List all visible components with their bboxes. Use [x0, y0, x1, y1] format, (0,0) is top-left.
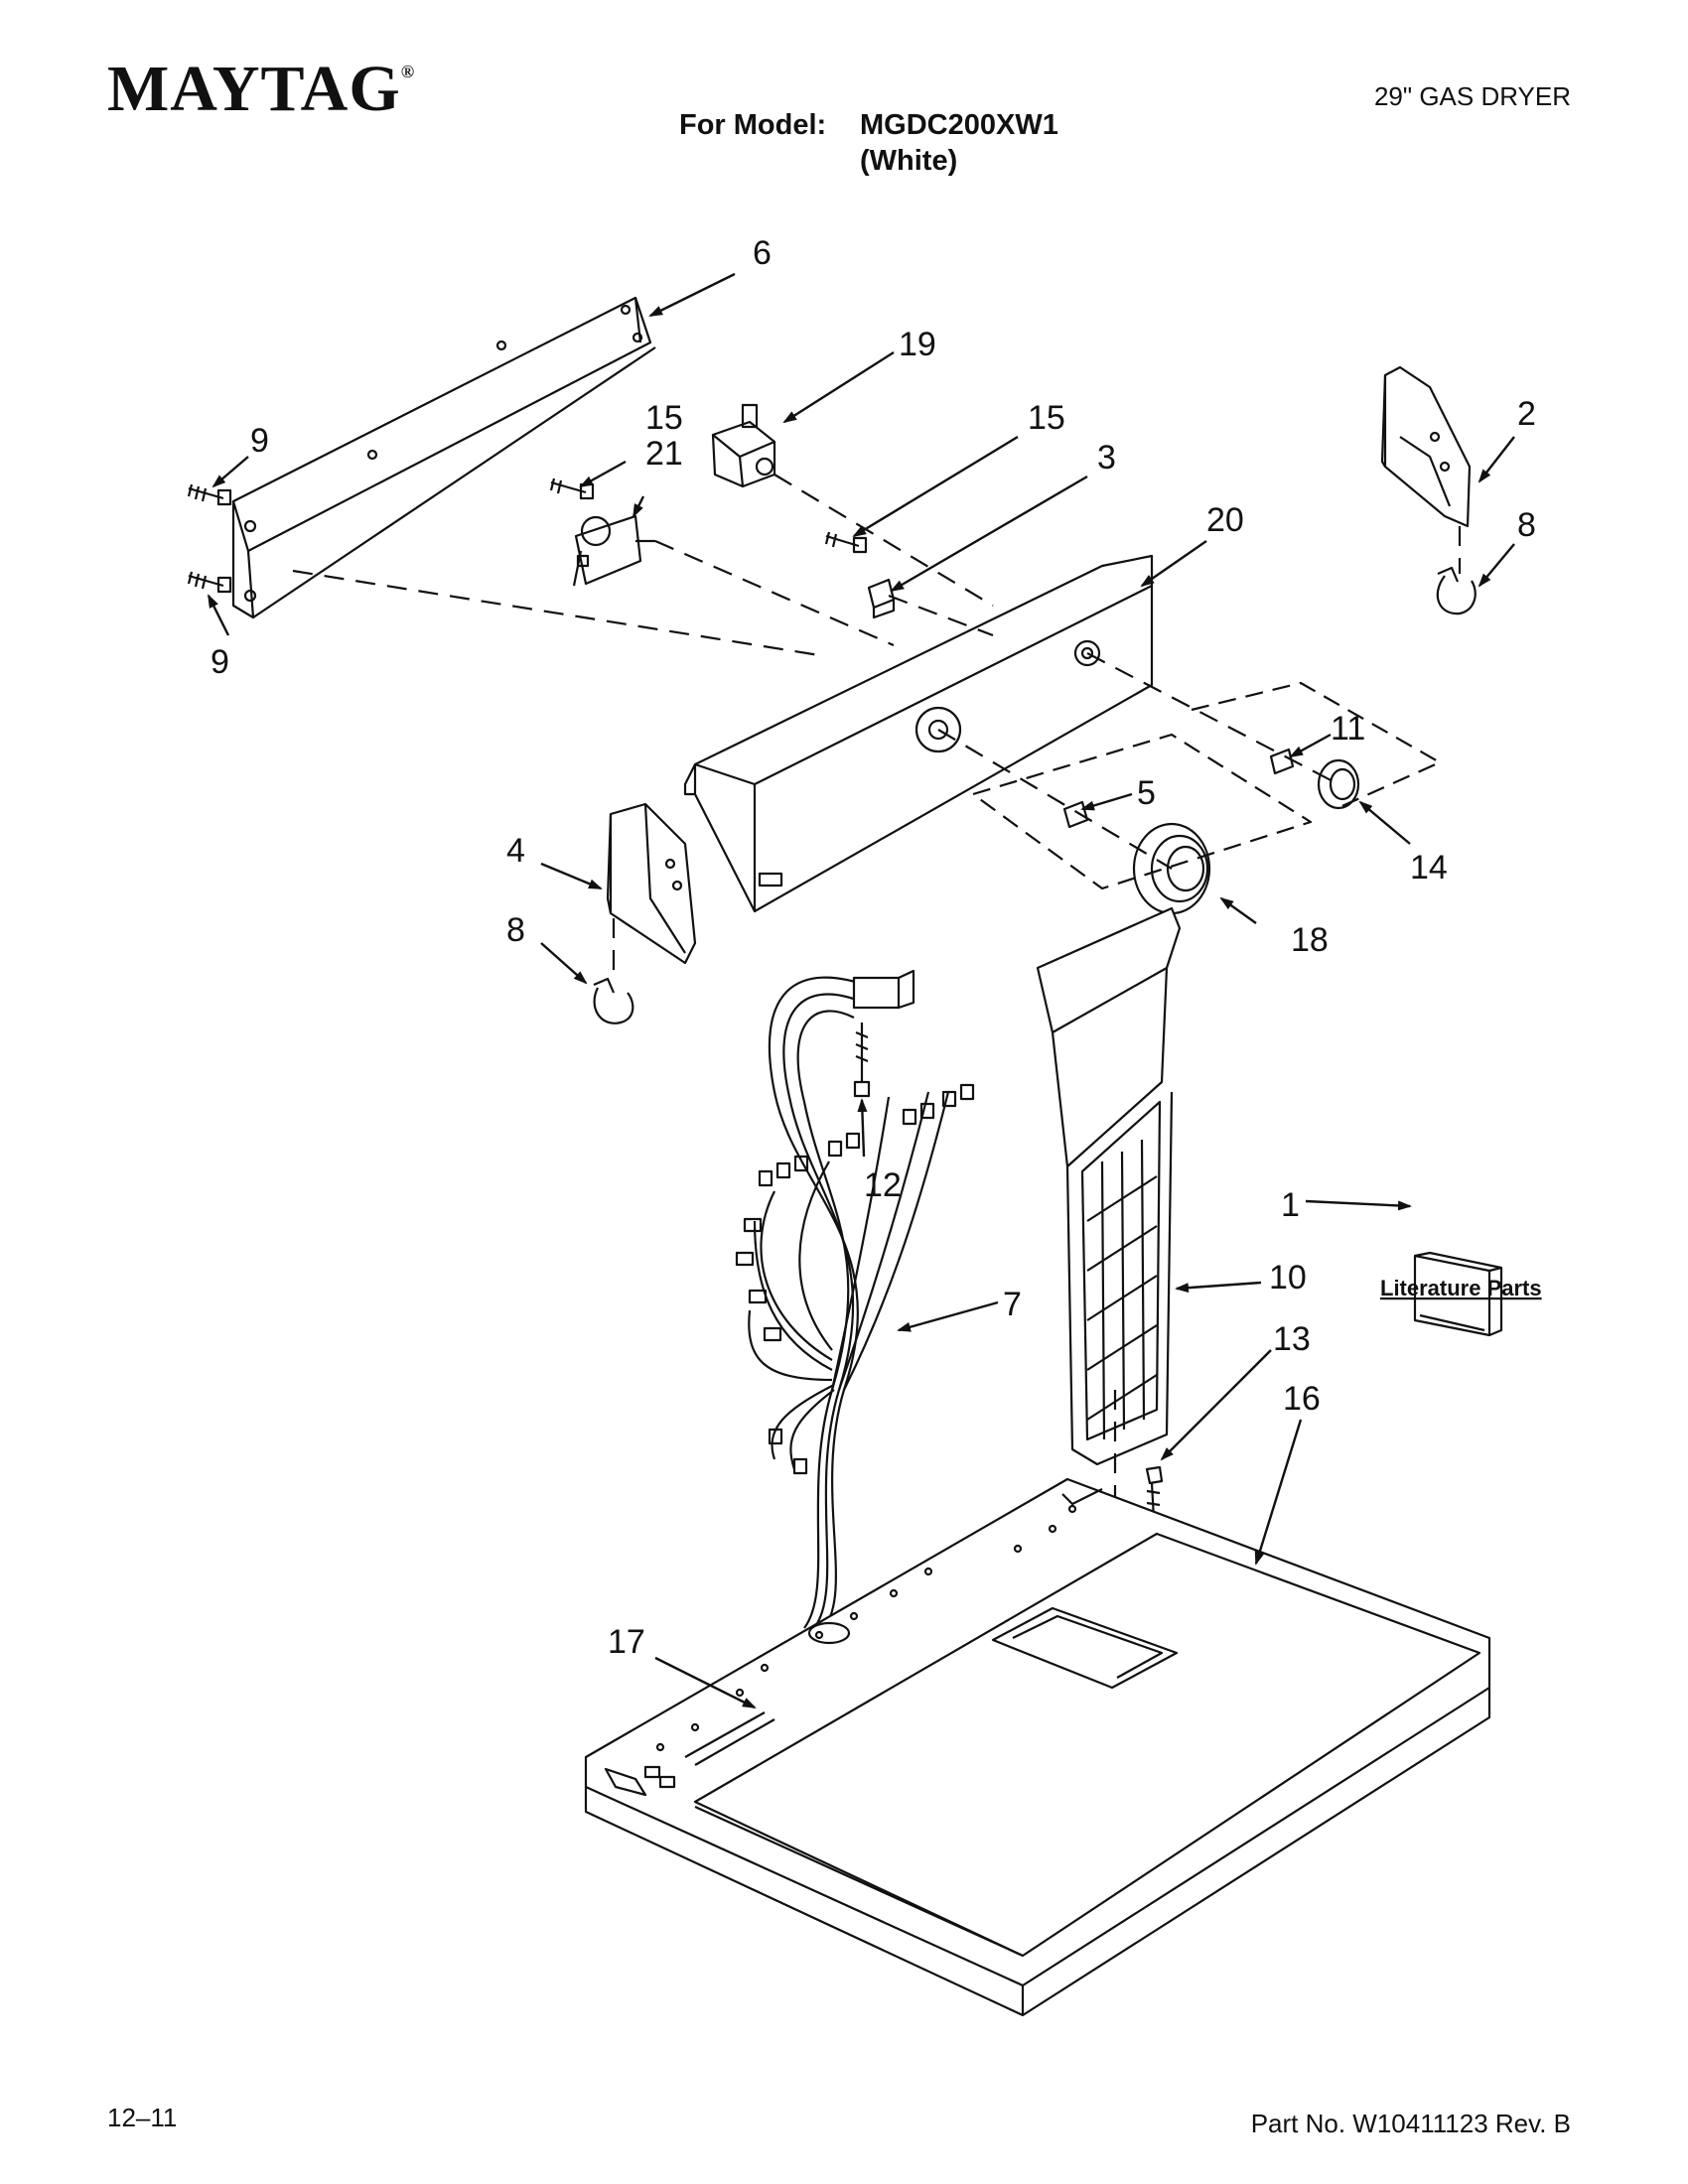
registered-mark: ®	[400, 62, 416, 81]
callout-6: 6	[753, 234, 772, 272]
part-14-knob-small	[1317, 758, 1360, 810]
part-16-top-panel	[584, 1477, 1491, 2017]
callout-14: 14	[1410, 849, 1448, 887]
callout-12: 12	[864, 1166, 902, 1204]
callout-9-upper: 9	[250, 422, 269, 460]
date-code: 12–11	[107, 2103, 178, 2132]
callout-19: 19	[899, 326, 936, 363]
callout-4: 4	[506, 832, 525, 870]
maytag-logo: MAYTAG®	[107, 52, 415, 127]
brand-text: MAYTAG	[107, 53, 401, 125]
part-5-clip	[1062, 800, 1089, 829]
part-19-module	[711, 403, 776, 488]
callout-3: 3	[1097, 439, 1116, 477]
callout-2: 2	[1517, 395, 1536, 433]
callout-labels: 6 19 15 21 15 3 9 9 2 8 20 11 5 14 18 4 …	[211, 234, 1542, 1661]
product-title: 29" GAS DRYER	[1373, 81, 1571, 111]
assembly-lines	[292, 474, 1462, 1588]
part-13-screw	[1145, 1465, 1164, 1520]
part-8-clip-right	[1436, 566, 1477, 615]
part-8-clip-left	[593, 977, 634, 1024]
callout-20: 20	[1206, 501, 1244, 539]
part-2-end-cap	[1380, 365, 1472, 528]
part-3-clip	[867, 578, 896, 619]
part-6-rear-bracket	[231, 296, 656, 619]
part-number: Part No. W10411123 Rev. B	[1250, 2109, 1571, 2138]
leader-arrows	[207, 272, 1515, 1709]
callout-11: 11	[1331, 710, 1365, 748]
part-10-lint-screen	[1036, 906, 1182, 1466]
literature-parts-label: Literature Parts	[1380, 1276, 1542, 1300]
part-4-end-cap	[606, 802, 697, 965]
part-15-screw-left	[549, 478, 595, 500]
model-color: (White)	[860, 145, 958, 177]
callout-7: 7	[1003, 1286, 1022, 1323]
part-12-screw	[853, 1023, 871, 1098]
part-20-console	[683, 554, 1154, 913]
part-15-screw-right	[824, 531, 868, 554]
knob-assembly-outlines	[971, 681, 1442, 890]
callout-15-right: 15	[1028, 399, 1065, 437]
callout-1: 1	[1281, 1186, 1300, 1224]
callout-17: 17	[608, 1623, 645, 1661]
part-21-switch	[572, 514, 655, 587]
part-7-wire-harness	[748, 969, 950, 1629]
part-9-screw-lower	[187, 571, 232, 594]
callout-10: 10	[1269, 1259, 1307, 1297]
callout-16: 16	[1283, 1380, 1321, 1418]
model-number: MGDC200XW1	[860, 109, 1058, 141]
callout-9-lower: 9	[211, 643, 229, 681]
part-1-literature	[1413, 1251, 1503, 1337]
callout-5: 5	[1137, 774, 1156, 812]
callout-8-right: 8	[1517, 506, 1536, 544]
model-label: For Model:	[679, 109, 827, 141]
callout-8-left: 8	[506, 911, 525, 949]
connector-terminals	[735, 1083, 975, 1475]
callout-13: 13	[1273, 1320, 1311, 1358]
callout-15-left: 15	[645, 399, 683, 437]
part-11-clip	[1269, 748, 1295, 775]
callout-21: 21	[645, 435, 683, 473]
callout-18: 18	[1291, 921, 1329, 959]
part-9-screw-upper	[187, 483, 232, 506]
